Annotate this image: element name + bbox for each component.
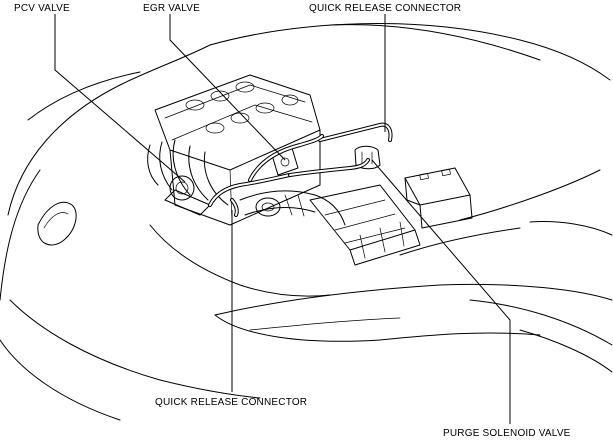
- purge-solenoid-valve-label: PURGE SOLENOID VALVE: [443, 428, 571, 439]
- egr-valve-label: EGR VALVE: [143, 3, 200, 14]
- quick-release-connector-top-label: QUICK RELEASE CONNECTOR: [309, 3, 461, 14]
- callout-labels: PCV VALVE EGR VALVE QUICK RELEASE CONNEC…: [14, 3, 571, 439]
- quick-release-connector-bottom-label: QUICK RELEASE CONNECTOR: [155, 397, 307, 408]
- purge-solenoid-leader: [371, 159, 511, 424]
- egr-valve-leader: [169, 14, 286, 161]
- pcv-valve-leader: [54, 14, 186, 183]
- leader-lines: [54, 14, 511, 424]
- pcv-valve-label: PCV VALVE: [14, 3, 70, 14]
- vehicle-body: [0, 23, 613, 421]
- hoses: [208, 122, 393, 217]
- engine-assembly: [147, 74, 473, 266]
